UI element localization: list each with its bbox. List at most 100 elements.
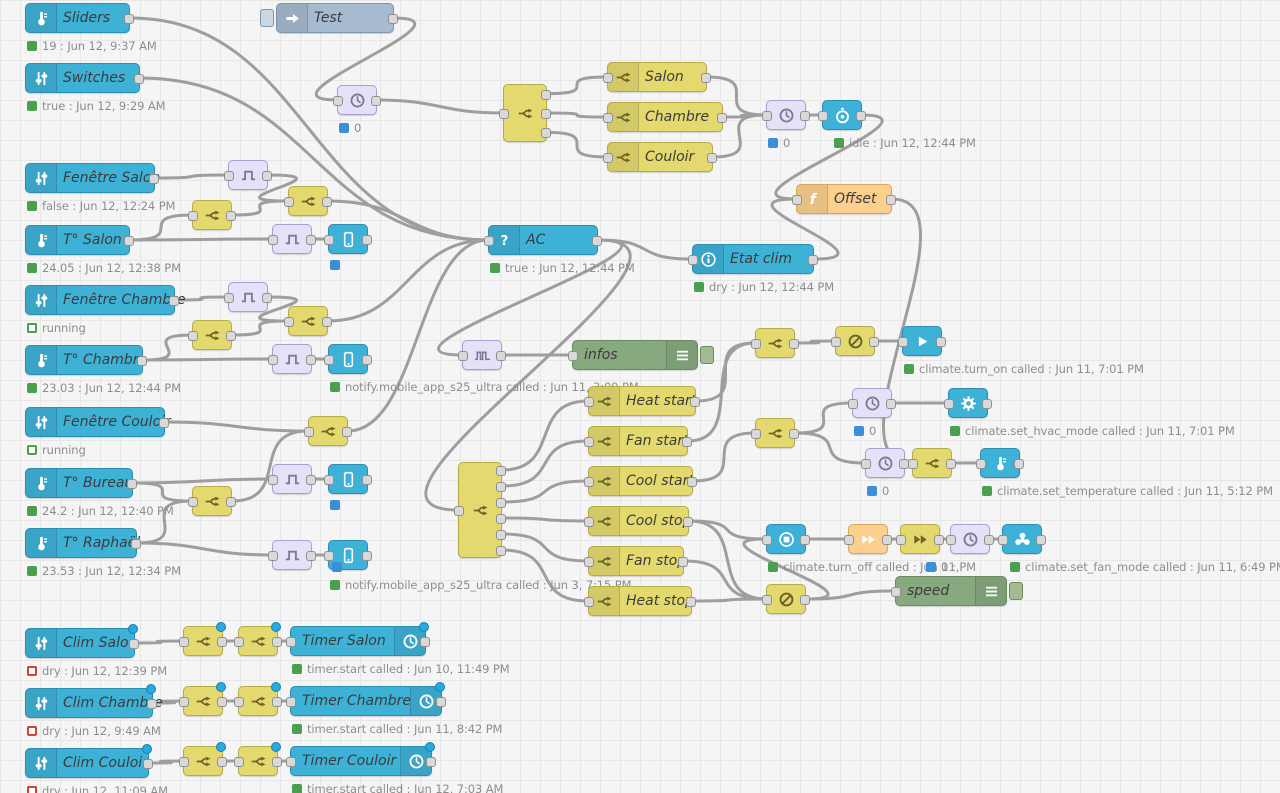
output-port[interactable] — [159, 418, 169, 428]
input-port[interactable] — [976, 459, 986, 469]
output-port[interactable] — [982, 399, 992, 409]
output-port[interactable] — [420, 637, 430, 647]
output-port[interactable] — [496, 482, 506, 492]
node-sw2a[interactable] — [179, 682, 227, 716]
node-t-salon[interactable]: T° Salon — [25, 225, 134, 255]
output-port[interactable] — [149, 174, 159, 184]
wire[interactable] — [173, 295, 230, 302]
output-port[interactable] — [426, 757, 436, 767]
wire[interactable] — [437, 238, 623, 357]
output-port[interactable] — [272, 757, 282, 767]
node-couloir[interactable]: Couloir — [603, 142, 717, 172]
output-port[interactable] — [322, 197, 332, 207]
output-port[interactable] — [262, 171, 272, 181]
output-port[interactable] — [388, 14, 398, 24]
wire[interactable] — [500, 516, 590, 523]
wire[interactable] — [151, 699, 185, 705]
node-swF[interactable] — [188, 486, 236, 516]
wire[interactable] — [793, 431, 867, 465]
input-port[interactable] — [831, 337, 841, 347]
output-port[interactable] — [362, 355, 372, 365]
node-trigger3[interactable] — [224, 282, 272, 312]
output-port[interactable] — [226, 211, 236, 221]
input-port[interactable] — [751, 339, 761, 349]
input-port[interactable] — [898, 337, 908, 347]
output-port[interactable] — [541, 109, 551, 119]
input-port[interactable] — [848, 399, 858, 409]
node-thermo-set[interactable] — [976, 448, 1024, 478]
node-swB[interactable] — [284, 186, 332, 216]
output-port[interactable] — [984, 535, 994, 545]
input-port[interactable] — [792, 195, 802, 205]
output-port[interactable] — [129, 639, 139, 649]
output-port[interactable] — [886, 195, 896, 205]
node-trigger7[interactable] — [458, 340, 506, 370]
node-chambre[interactable]: Chambre — [603, 102, 727, 132]
node-ban2[interactable] — [762, 584, 810, 614]
debug-toggle-button[interactable] — [1009, 582, 1023, 600]
node-fenetre-salon[interactable]: Fenêtre Salon — [25, 163, 160, 193]
wire[interactable] — [705, 75, 768, 117]
node-swE[interactable] — [304, 416, 352, 446]
wire[interactable] — [770, 197, 840, 261]
output-port[interactable] — [934, 535, 944, 545]
node-trigger2[interactable] — [268, 224, 316, 254]
node-test[interactable]: Test — [260, 3, 398, 33]
output-port[interactable] — [496, 530, 506, 540]
node-phone2[interactable] — [324, 344, 372, 374]
wire[interactable] — [326, 238, 490, 323]
output-port[interactable] — [127, 479, 137, 489]
node-trigger1[interactable] — [224, 160, 272, 190]
input-port[interactable] — [762, 535, 772, 545]
node-swH[interactable] — [751, 418, 799, 448]
node-t-chambre[interactable]: T° Chambre — [25, 345, 147, 375]
input-port[interactable] — [324, 475, 334, 485]
node-ac[interactable]: ?AC — [484, 225, 602, 255]
input-port[interactable] — [584, 517, 594, 527]
input-port[interactable] — [224, 171, 234, 181]
input-port[interactable] — [818, 111, 828, 121]
input-port[interactable] — [499, 109, 509, 119]
wire[interactable] — [690, 597, 768, 603]
node-heat-stop[interactable]: Heat stop — [584, 586, 696, 616]
node-sw3b[interactable] — [234, 742, 282, 776]
node-ban1[interactable] — [831, 326, 879, 356]
input-port[interactable] — [179, 637, 189, 647]
input-port[interactable] — [284, 317, 294, 327]
wire[interactable] — [804, 589, 897, 601]
wire[interactable] — [230, 199, 290, 217]
wire[interactable] — [163, 420, 310, 433]
node-sliders[interactable]: Sliders — [25, 3, 134, 33]
output-port[interactable] — [226, 331, 236, 341]
node-fan-start[interactable]: Fan start — [584, 426, 692, 456]
input-port[interactable] — [268, 355, 278, 365]
wire[interactable] — [141, 357, 274, 362]
node-t-bureau[interactable]: T° Bureau — [25, 468, 137, 498]
output-port[interactable] — [1014, 459, 1024, 469]
output-port[interactable] — [217, 757, 227, 767]
output-port[interactable] — [496, 466, 506, 476]
input-port[interactable] — [188, 211, 198, 221]
wire[interactable] — [131, 481, 194, 503]
wire[interactable] — [138, 76, 490, 242]
node-t-raphael[interactable]: T° Raphaël — [25, 528, 141, 558]
node-switches[interactable]: Switches — [25, 63, 144, 93]
output-port[interactable] — [306, 235, 316, 245]
output-port[interactable] — [1036, 535, 1046, 545]
output-port[interactable] — [541, 89, 551, 100]
output-port[interactable] — [886, 399, 896, 409]
input-port[interactable] — [179, 757, 189, 767]
wire[interactable] — [153, 173, 230, 180]
output-port[interactable] — [686, 597, 696, 607]
input-port[interactable] — [179, 697, 189, 707]
input-port[interactable] — [286, 757, 296, 767]
output-port[interactable] — [800, 111, 810, 121]
output-port[interactable] — [306, 551, 316, 561]
output-port[interactable] — [143, 759, 153, 769]
output-port[interactable] — [342, 427, 352, 437]
output-port[interactable] — [496, 514, 506, 524]
output-port[interactable] — [436, 697, 446, 707]
node-trigger4[interactable] — [268, 344, 316, 374]
node-delay4[interactable] — [861, 448, 909, 478]
